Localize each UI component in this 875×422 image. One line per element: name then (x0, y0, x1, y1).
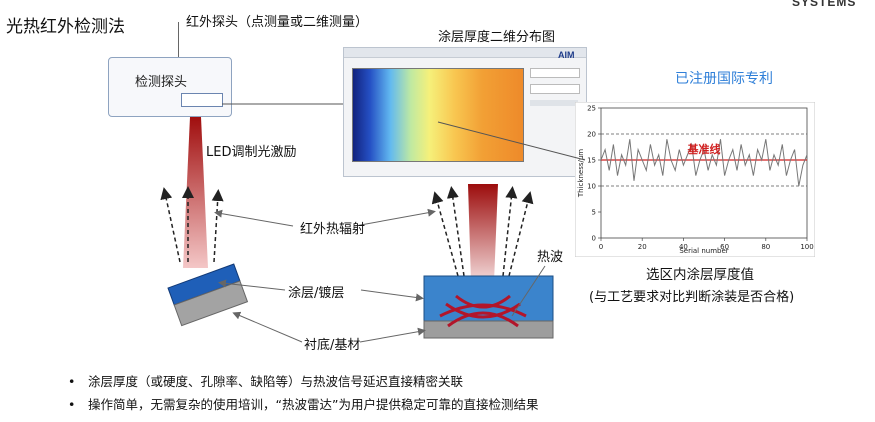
ir-pointer-right (354, 208, 436, 227)
x-tick-label: 80 (761, 243, 770, 251)
bullet-list: •涂层厚度（或硬度、孔隙率、缺陷等）与热波信号延迟直接精密关联 •操作简单，无需… (68, 371, 538, 417)
led-beam-right (468, 184, 498, 282)
coating-pointer-right (360, 289, 424, 302)
heat-wave-label: 热波 (537, 250, 564, 265)
probe-sensor-window (181, 93, 223, 107)
selection-title: 选区内涂层厚度值 (646, 267, 754, 283)
y-tick-label: 0 (592, 235, 596, 243)
plot-area (600, 107, 808, 239)
led-label: LED调制光激励 (206, 145, 297, 160)
probe-callout-label: 红外探头（点测量或二维测量） (186, 15, 369, 30)
chart-frame (575, 102, 815, 257)
thickness-series-line (600, 139, 808, 187)
probe-box-label: 检测探头 (135, 75, 188, 90)
sample-tilted (167, 263, 249, 327)
substrate-layer (423, 320, 554, 339)
bullet-item: •涂层厚度（或硬度、孔隙率、缺陷等）与热波信号延迟直接精密关联 (68, 374, 464, 389)
software-menu-bar (344, 48, 586, 58)
led-beam-left (183, 117, 208, 268)
y-tick-label: 10 (587, 183, 596, 191)
thickness-chart: 0 20 40 60 80 100 0 5 10 15 20 25 基准线 Serial number Th… (575, 102, 815, 257)
x-tick-label: 100 (800, 243, 813, 251)
y-tick-label: 20 (587, 131, 596, 139)
software-panel-field (530, 68, 580, 78)
coating-pointer-left (218, 279, 286, 291)
software-screenshot: AIM (343, 47, 587, 177)
thickness-map-title: 涂层厚度二维分布图 (438, 30, 556, 45)
patent-label: 已注册国际专利 (675, 71, 773, 87)
software-panel-field (530, 100, 578, 106)
thickness-heatmap (352, 68, 524, 162)
software-logo: AIM (558, 50, 575, 60)
coating-label: 涂层/镀层 (288, 286, 345, 301)
ir-arrows-right (431, 186, 534, 277)
ir-radiation-label: 红外热辐射 (300, 222, 366, 237)
ir-pointer-left (214, 209, 294, 227)
y-tick-label: 25 (587, 105, 596, 113)
page-title: 光热红外检测法 (6, 17, 125, 37)
substrate-label: 衬底/基材 (304, 338, 361, 353)
ir-arrows-left (160, 186, 224, 263)
software-panel-field (530, 84, 580, 94)
x-tick-label: 40 (679, 243, 688, 251)
x-tick-label: 20 (638, 243, 647, 251)
y-axis-label: Thickness/μm (577, 149, 585, 198)
x-tick-label: 0 (599, 243, 603, 251)
selection-note: (与工艺要求对比判断涂装是否合格) (589, 290, 795, 305)
bullet-text: 操作简单，无需复杂的使用培训，“热波雷达”为用户提供稳定可靠的直接检测结果 (88, 397, 539, 412)
x-tick-label: 60 (720, 243, 729, 251)
y-tick-label: 5 (592, 209, 596, 217)
y-tick-label: 15 (587, 157, 596, 165)
heat-wave-pointer (511, 265, 546, 317)
x-axis-label: Serial number (679, 247, 728, 255)
bullet-item: •操作简单，无需复杂的使用培训，“热波雷达”为用户提供稳定可靠的直接检测结果 (68, 397, 539, 412)
bullet-text: 涂层厚度（或硬度、孔隙率、缺陷等）与热波信号延迟直接精密关联 (88, 374, 464, 389)
probe-box: 检测探头 (108, 57, 232, 117)
brand-logo-text: SYSTEMS (792, 0, 857, 9)
substrate-pointer-left (232, 311, 303, 343)
baseline-label: 基准线 (687, 142, 721, 156)
substrate-pointer-right (359, 327, 426, 343)
heat-wave-arcs (439, 294, 527, 328)
